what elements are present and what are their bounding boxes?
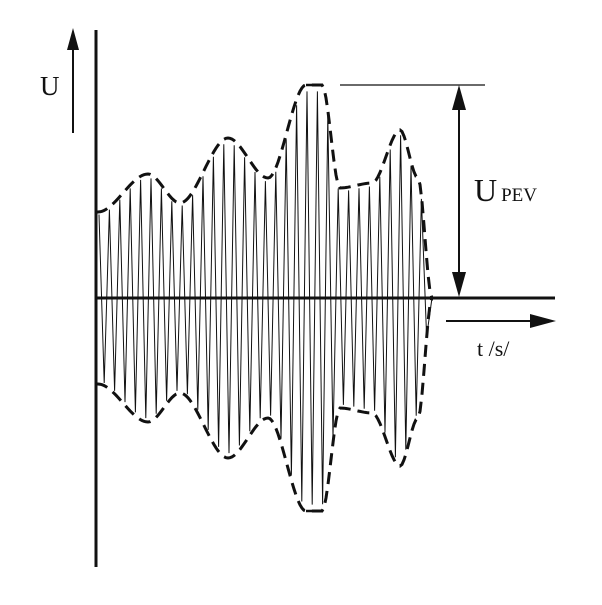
- time-arrowhead: [530, 314, 556, 328]
- y-axis-arrowhead: [67, 28, 79, 50]
- envelope-upper-dashed: [96, 83, 434, 299]
- upev-label-main: U: [474, 172, 498, 208]
- envelope-lower-dashed: [96, 297, 434, 513]
- y-axis-label: U: [40, 71, 60, 101]
- oscillating-signal: [98, 91, 433, 505]
- upev-arrowhead-top: [452, 85, 466, 110]
- time-axis-label: t /s/: [477, 336, 510, 361]
- upev-arrowhead-bottom: [452, 272, 466, 297]
- upev-label-subscript: PEV: [501, 185, 538, 206]
